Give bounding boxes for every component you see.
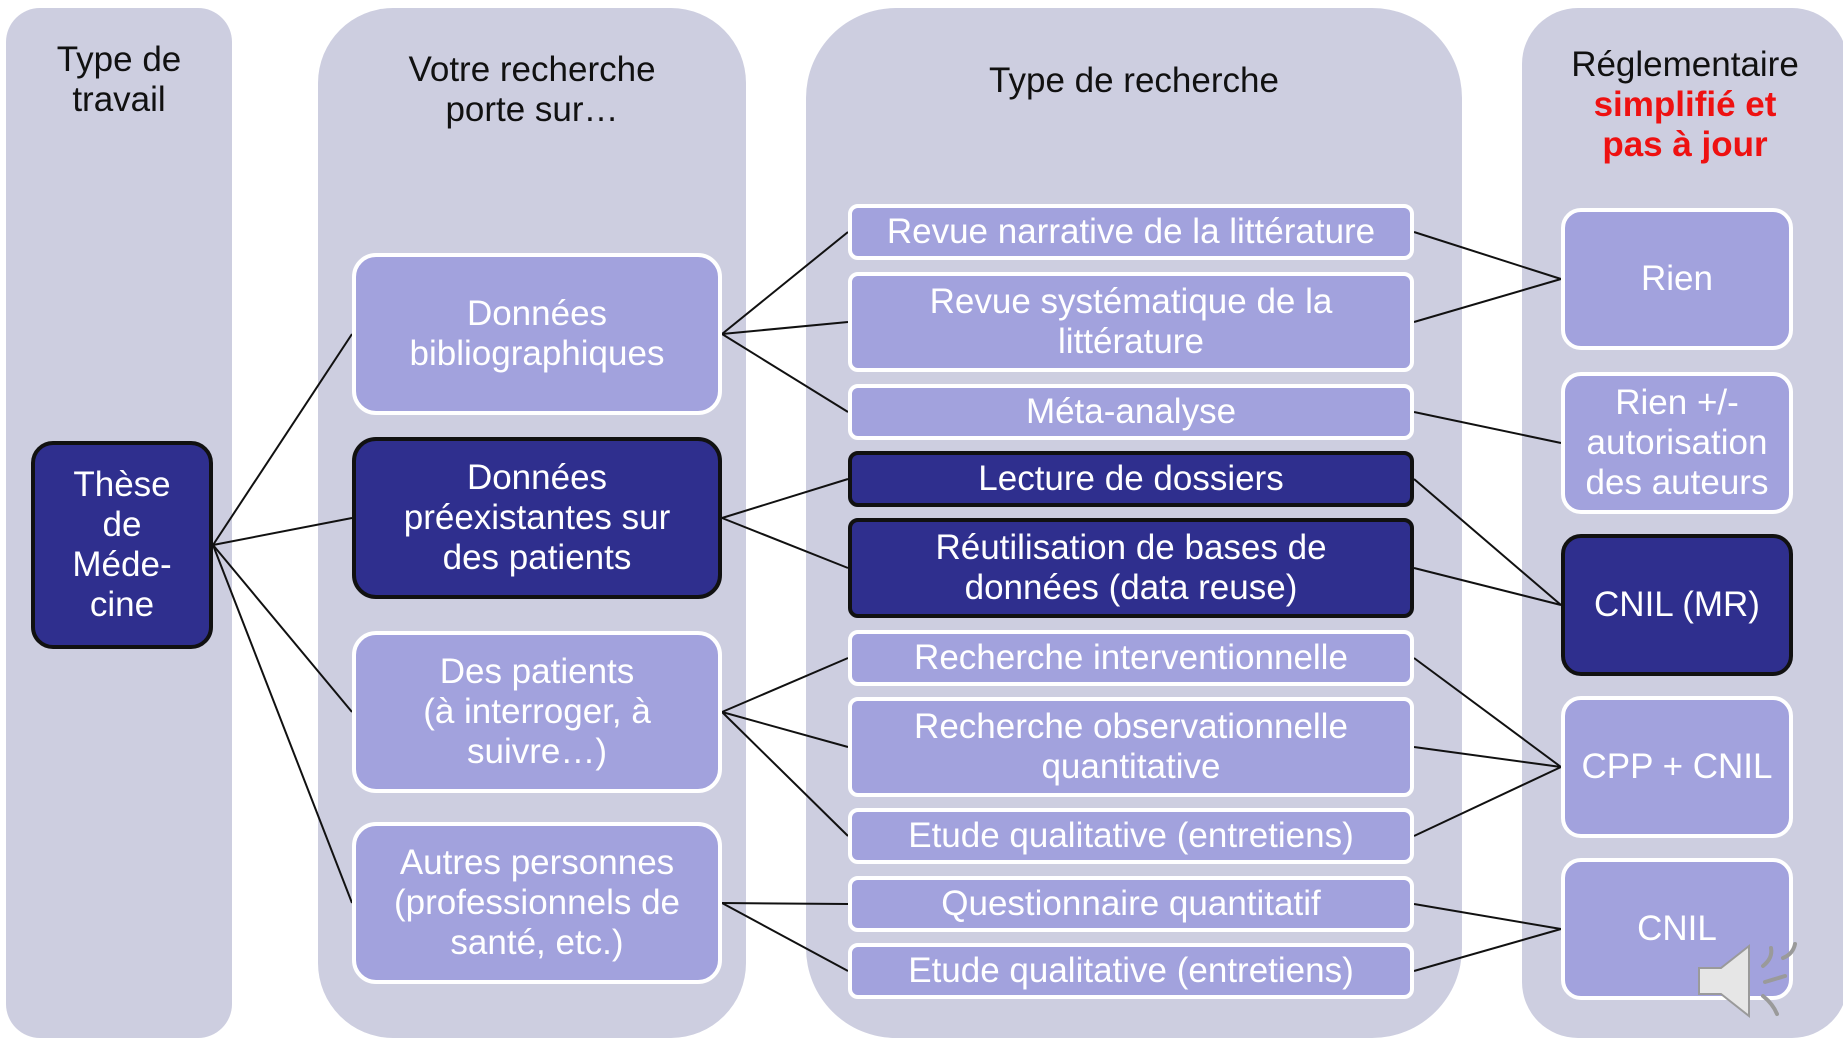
regulatory-nothing: Rien (1561, 208, 1793, 350)
research-type-narrative-review: Revue narrative de la littérature (848, 204, 1414, 260)
research-type-meta-analysis: Méta-analyse (848, 384, 1414, 440)
col4-title: Réglementaire simplifié et pas à jour (1522, 45, 1843, 165)
research-type-qualitative-1: Etude qualitative (entretiens) (848, 808, 1414, 864)
regulatory-cpp-cnil: CPP + CNIL (1561, 696, 1793, 838)
research-type-record-review: Lecture de dossiers (848, 451, 1414, 507)
research-type-questionnaire: Questionnaire quantitatif (848, 876, 1414, 932)
col3-title: Type de recherche (989, 61, 1279, 100)
col4-title-highlight: simplifié et (1593, 85, 1777, 124)
research-type-qualitative-2: Etude qualitative (entretiens) (848, 943, 1414, 999)
work-type-box: Thèse de Méde- cine (31, 441, 213, 649)
research-type-interventional: Recherche interventionnelle (848, 630, 1414, 686)
regulatory-cnil-mr: CNIL (MR) (1561, 534, 1793, 676)
col4-title-highlight: pas à jour (1602, 125, 1768, 164)
col2-title: Votre recherche porte sur… (408, 50, 656, 129)
regulatory-cnil: CNIL (1561, 858, 1793, 1000)
speaker-icon[interactable] (1693, 940, 1803, 1020)
col1-title: Type de travail (56, 40, 182, 119)
